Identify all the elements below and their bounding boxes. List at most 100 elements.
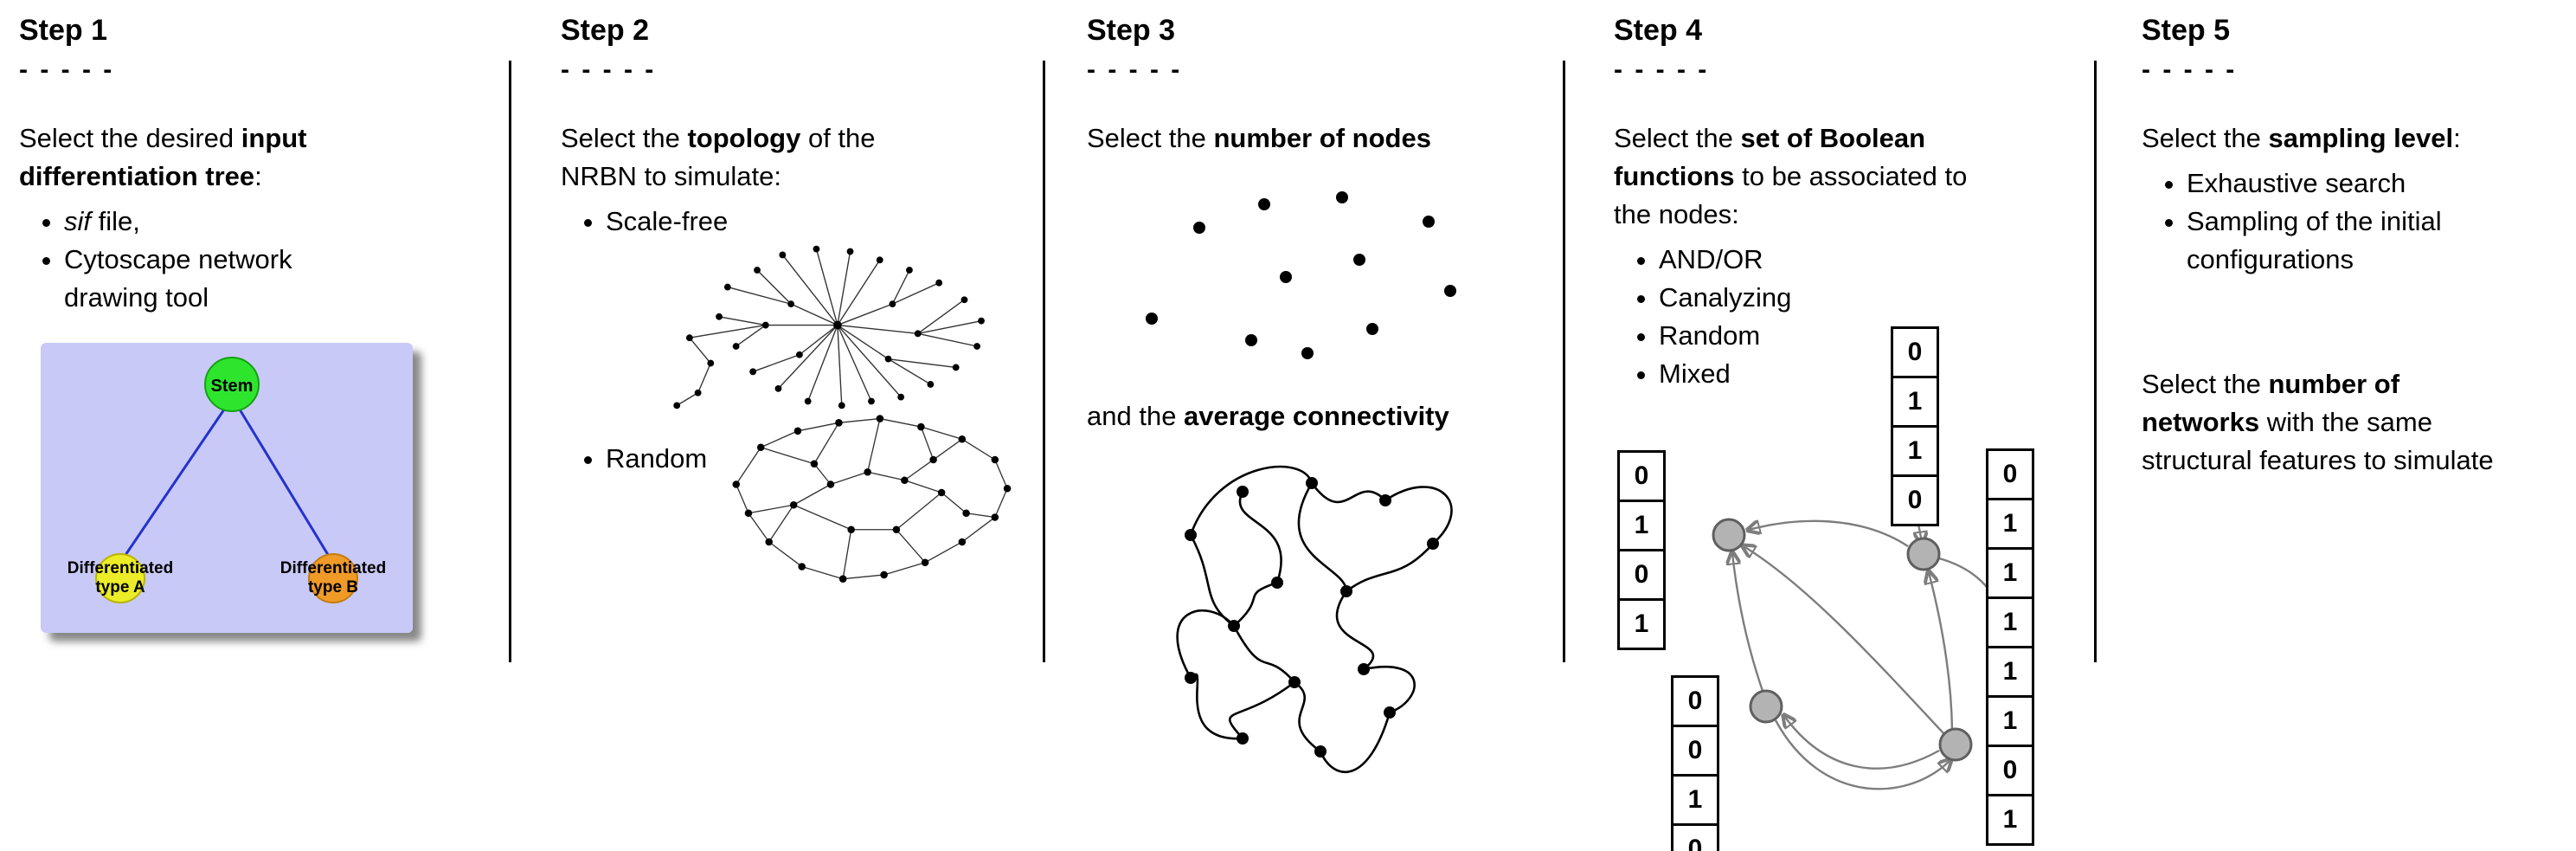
bit-cell: 1 (1986, 498, 2034, 550)
step-4-bullet-list: AND/OR Canalyzing Random Mixed (1614, 241, 2091, 393)
step-5-dashed-separator: - - - - - (2142, 55, 2238, 84)
bit-cell: 1 (1986, 547, 2034, 599)
step-4-intro: Select the set of Boolean functions to b… (1614, 119, 2003, 234)
step-3-title: Step 3 (1087, 14, 1176, 47)
random-network-figure (732, 415, 1012, 583)
bit-cell: 0 (1617, 450, 1666, 502)
column-divider (2094, 61, 2097, 662)
network-node (1906, 537, 1941, 571)
tree-edge (122, 409, 226, 558)
intro-text: Select the (2142, 122, 2269, 153)
network-node (1938, 727, 1973, 762)
bullet-sif-file: sif file, (64, 203, 363, 241)
step-4-title: Step 4 (1614, 14, 1703, 47)
bullet-sampling-configurations: Sampling of the initial configurations (2187, 203, 2570, 279)
bit-cell: 0 (1671, 823, 1719, 851)
heading-bold: number of nodes (1213, 122, 1431, 153)
intro-text: : (254, 160, 262, 191)
step-1-bullet-list: sif file, Cytoscape network drawing tool (19, 203, 363, 317)
para-text: with the same structural features to sim… (2142, 406, 2494, 475)
step-3-dashed-separator: - - - - - (1087, 55, 1183, 84)
para-text: Select the (2142, 368, 2269, 399)
bit-cell: 0 (1986, 448, 2034, 500)
bullet-canalyzing: Canalyzing (1659, 279, 2091, 317)
step-3-column: Step 3 - - - - - Select the number of no… (1087, 13, 1558, 790)
tree-edge (238, 409, 331, 558)
type-b-label-line2: type B (308, 578, 358, 596)
heading-text: and the (1087, 400, 1185, 431)
type-a-label-line1: Differentiated (67, 559, 173, 577)
column-divider (1043, 61, 1045, 662)
bit-cell: 1 (1891, 376, 1939, 428)
step-3-heading-nodes: Select the number of nodes (1087, 119, 1558, 158)
network-node (1749, 689, 1783, 724)
type-b-label-line1: Differentiated (280, 559, 386, 577)
step-5-title: Step 5 (2142, 14, 2231, 47)
bullet-cytoscape: Cytoscape network drawing tool (64, 241, 363, 317)
heading-bold: average connectivity (1184, 400, 1449, 431)
sif-italic-text: sif (64, 205, 91, 236)
bit-cell: 1 (1617, 500, 1666, 551)
differentiation-tree-figure: Stem Differentiated type A Differentiate… (41, 342, 413, 633)
random-topology-row: Random (561, 415, 1028, 598)
intro-text: Select the desired (19, 122, 241, 153)
bit-cell: 1 (1986, 596, 2034, 648)
bullet-text: file, (91, 205, 140, 236)
bullet-random: Random (606, 440, 707, 478)
step-1-intro: Select the desired input differentiation… (19, 119, 491, 196)
type-b-node (308, 552, 358, 603)
bit-cell: 0 (1891, 326, 1939, 378)
para-bold: number of networks (2142, 368, 2400, 437)
intro-text: Select the (561, 122, 688, 153)
bullet-and-or: AND/OR (1659, 241, 2091, 279)
intro-bold: topology (687, 122, 801, 153)
intro-text: of the NRBN to simulate: (561, 122, 876, 191)
bit-cell: 1 (1891, 425, 1939, 477)
heading-text: Select the (1087, 122, 1214, 153)
step-5-intro: Select the sampling level: (2142, 119, 2570, 158)
intro-text: : (2453, 122, 2461, 153)
step-3-heading-connectivity: and the average connectivity (1087, 397, 1558, 435)
bullet-scale-free: Scale-free (606, 203, 1028, 241)
step-2-column: Step 2 - - - - - Select the topology of … (561, 13, 1028, 598)
step-5-networks-paragraph: Select the number of networks with the s… (2142, 365, 2514, 480)
bullet-random-functions: Random (1659, 317, 2091, 355)
bit-cell: 1 (1986, 794, 2034, 846)
bit-cell: 0 (1671, 725, 1719, 777)
bit-cell: 1 (1671, 774, 1719, 826)
step-1-column: Step 1 - - - - - Select the desired inpu… (19, 13, 491, 633)
step-2-intro: Select the topology of the NRBN to simul… (561, 119, 933, 196)
bit-cell: 1 (1986, 695, 2034, 747)
step-1-dashed-separator: - - - - - (19, 55, 115, 84)
column-divider (1563, 61, 1565, 662)
bit-cell: 1 (1986, 646, 2034, 698)
bullet-exhaustive-search: Exhaustive search (2187, 164, 2570, 203)
step-1-title: Step 1 (19, 14, 108, 47)
scale-free-network-figure (673, 245, 985, 409)
intro-text: to be associated to the nodes: (1614, 160, 1968, 229)
bit-cell: 0 (1671, 675, 1719, 727)
step-5-column: Step 5 - - - - - Select the sampling lev… (2142, 13, 2570, 480)
bit-cell: 0 (1891, 474, 1939, 526)
connectivity-tangle-figure (1176, 465, 1453, 773)
bit-cell: 1 (1617, 598, 1666, 650)
step-2-bullet-list-random: Random (561, 440, 707, 478)
bit-cell: 0 (1617, 549, 1666, 601)
step-2-bullet-list: Scale-free (561, 203, 1028, 241)
network-node (1712, 518, 1746, 552)
stem-node (204, 356, 260, 412)
intro-text: Select the (1614, 122, 1741, 153)
step-4-column: Step 4 - - - - - Select the set of Boole… (1614, 13, 2091, 851)
type-a-label-line2: type A (95, 578, 145, 596)
stem-label: Stem (211, 377, 254, 396)
intro-bold: sampling level (2268, 122, 2454, 153)
bit-cell: 0 (1986, 745, 2034, 796)
column-divider (509, 61, 511, 662)
step-2-dashed-separator: - - - - - (561, 55, 657, 84)
